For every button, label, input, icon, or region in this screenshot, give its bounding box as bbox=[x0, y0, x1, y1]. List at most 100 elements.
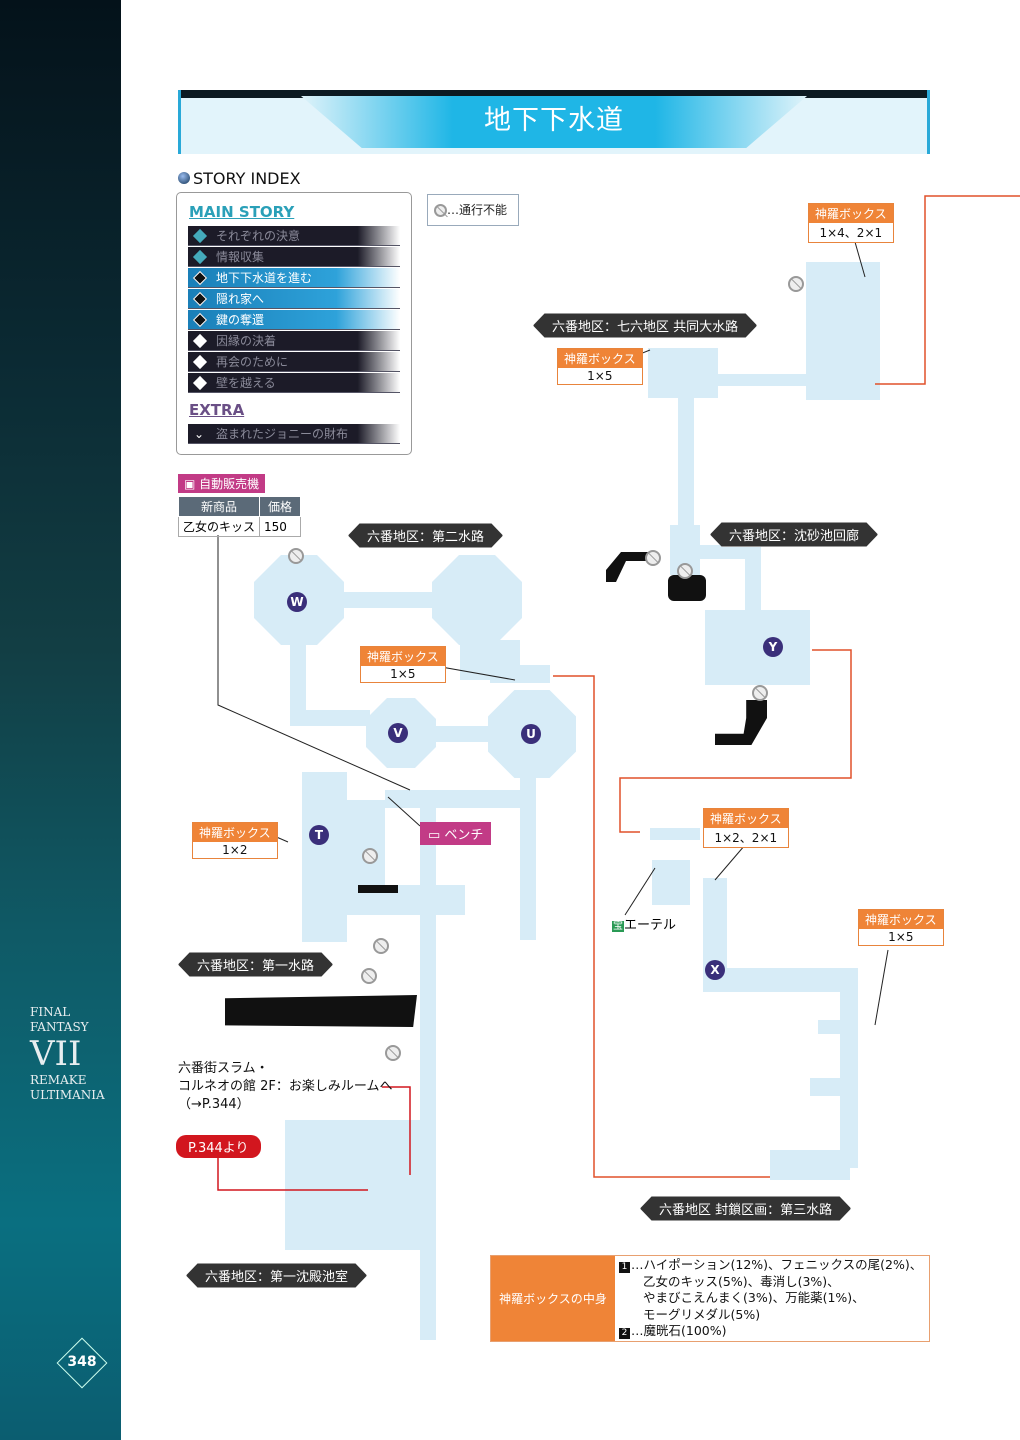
note-line: 六番街スラム・ bbox=[178, 1061, 269, 1076]
area-label: 六番地区：第二水路 bbox=[348, 523, 503, 548]
box-value: 1×5 bbox=[390, 667, 416, 681]
route-line bbox=[619, 649, 852, 833]
vending-title: ▣ 自動販売機 bbox=[178, 474, 266, 493]
box-title: 神羅ボックス bbox=[704, 809, 788, 828]
ether-label: エーテル bbox=[624, 918, 677, 933]
contents-line: モーグリメダル(5%) bbox=[643, 1306, 761, 1322]
contents-line: …ハイポーション(12%)、フェニックスの尾(2%)、 bbox=[631, 1257, 923, 1272]
marker-u: U bbox=[521, 724, 541, 744]
leader-line bbox=[387, 796, 421, 827]
contents-line: やまびこえんまく(3%)、万能薬(1%)、 bbox=[643, 1290, 865, 1305]
leader-line bbox=[714, 844, 746, 881]
box-title: 神羅ボックス bbox=[558, 349, 642, 368]
marker-v: V bbox=[388, 723, 408, 743]
box-title: 神羅ボックス bbox=[809, 204, 893, 223]
logo-line: ULTIMANIA bbox=[30, 1088, 105, 1102]
story-item[interactable]: 情報収集 bbox=[188, 247, 400, 267]
story-index: MAIN STORY それぞれの決意情報収集地下下水道を進む隠れ家へ鍵の奪還因縁… bbox=[176, 192, 412, 455]
main-story-label: MAIN STORY bbox=[189, 203, 295, 221]
from-page-badge: P.344より bbox=[176, 1135, 261, 1158]
route-line bbox=[875, 195, 1020, 385]
contents-line: 乙女のキッス(5%)、毒消し(3%)、 bbox=[643, 1273, 840, 1289]
story-item-label: 鍵の奪還 bbox=[216, 313, 265, 327]
leader-line bbox=[217, 535, 411, 791]
marker-x: X bbox=[705, 960, 725, 980]
treasure-icon: 宝 bbox=[612, 921, 624, 932]
contents-list: 1…ハイポーション(12%)、フェニックスの尾(2%)、 乙女のキッス(5%)、… bbox=[615, 1256, 929, 1341]
story-item[interactable]: それぞれの決意 bbox=[188, 226, 400, 246]
logo-line: VII bbox=[30, 1034, 82, 1074]
leader-line bbox=[874, 949, 889, 1026]
chevron-down-icon: ⌄ bbox=[194, 427, 205, 441]
no-entry-icon bbox=[288, 548, 304, 564]
no-entry-icon bbox=[385, 1045, 401, 1061]
story-item-label: 情報収集 bbox=[216, 250, 265, 264]
extra-item-label: 盗まれたジョニーの財布 bbox=[216, 427, 349, 441]
story-item[interactable]: 再会のために bbox=[188, 352, 400, 372]
no-entry-icon bbox=[645, 550, 661, 566]
contents-line: …魔晄石(100%) bbox=[631, 1323, 727, 1338]
story-item-label: それぞれの決意 bbox=[216, 229, 301, 243]
marker-w: W bbox=[287, 592, 307, 612]
box-value: 1×4、2×1 bbox=[819, 226, 883, 240]
contents-label: 神羅ボックスの中身 bbox=[491, 1256, 615, 1341]
note-line: （→P.344） bbox=[178, 1097, 250, 1112]
extra-item[interactable]: ⌄ 盗まれたジョニーの財布 bbox=[188, 424, 400, 444]
story-item-label: 隠れ家へ bbox=[216, 292, 265, 306]
no-entry-icon bbox=[752, 685, 768, 701]
area-label: 六番地区：第一水路 bbox=[178, 952, 333, 977]
story-index-label: STORY INDEX bbox=[193, 169, 301, 188]
bench-label: ▭ ベンチ bbox=[420, 822, 492, 845]
vending-title-text: 自動販売機 bbox=[199, 477, 260, 491]
logo-line: FINAL FANTASY bbox=[30, 1005, 89, 1034]
story-item-label: 因縁の決着 bbox=[216, 334, 277, 348]
leader-line bbox=[624, 867, 656, 916]
story-item-label: 地下下水道を進む bbox=[216, 271, 313, 285]
red-arrow bbox=[217, 1155, 368, 1191]
box-value: 1×2 bbox=[222, 843, 248, 857]
marker-t: T bbox=[309, 825, 329, 845]
box-value: 1×5 bbox=[587, 369, 613, 383]
box-title: 神羅ボックス bbox=[193, 823, 277, 842]
area-label: 六番地区 封鎖区画：第三水路 bbox=[640, 1196, 851, 1221]
item-price: 150 bbox=[259, 516, 302, 537]
ultimania-logo: FINAL FANTASY VII REMAKE ULTIMANIA bbox=[30, 1005, 120, 1103]
bench-text: ベンチ bbox=[444, 828, 484, 843]
page-title: 地下下水道 bbox=[484, 105, 624, 136]
legend-text: …通行不能 bbox=[447, 203, 508, 217]
logo-line: REMAKE bbox=[30, 1073, 87, 1087]
orb-icon bbox=[178, 172, 190, 184]
page-number: 348 bbox=[67, 1354, 97, 1370]
box-title: 神羅ボックス bbox=[361, 647, 445, 666]
legend-impassable: …通行不能 bbox=[427, 194, 519, 226]
col-header: 新商品 bbox=[177, 496, 261, 517]
vending-icon: ▣ bbox=[184, 477, 200, 491]
story-item[interactable]: 壁を越える bbox=[188, 373, 400, 393]
title-banner bbox=[178, 90, 930, 154]
extra-label: EXTRA bbox=[189, 401, 245, 419]
shinra-box: 神羅ボックス 1×4、2×1 bbox=[808, 203, 894, 243]
story-index-heading: STORY INDEX bbox=[178, 169, 301, 188]
box-value: 1×2、2×1 bbox=[714, 831, 778, 845]
no-entry-icon bbox=[677, 563, 693, 579]
story-item[interactable]: 地下下水道を進む bbox=[188, 268, 400, 288]
area-label: 六番地区：沈砂池回廊 bbox=[710, 522, 878, 547]
story-item[interactable]: 隠れ家へ bbox=[188, 289, 400, 309]
route-line bbox=[553, 675, 770, 1178]
num-badge: 2 bbox=[619, 1328, 630, 1339]
story-item[interactable]: 鍵の奪還 bbox=[188, 310, 400, 330]
area-label: 六番地区：七六地区 共同大水路 bbox=[533, 313, 757, 338]
no-entry-icon bbox=[788, 276, 804, 292]
no-entry-icon bbox=[361, 968, 377, 984]
story-item-label: 壁を越える bbox=[216, 376, 276, 390]
item-name: 乙女のキッス bbox=[177, 516, 261, 537]
note-line: コルネオの館 2F：お楽しみルームへ bbox=[178, 1079, 393, 1094]
story-item[interactable]: 因縁の決着 bbox=[188, 331, 400, 351]
